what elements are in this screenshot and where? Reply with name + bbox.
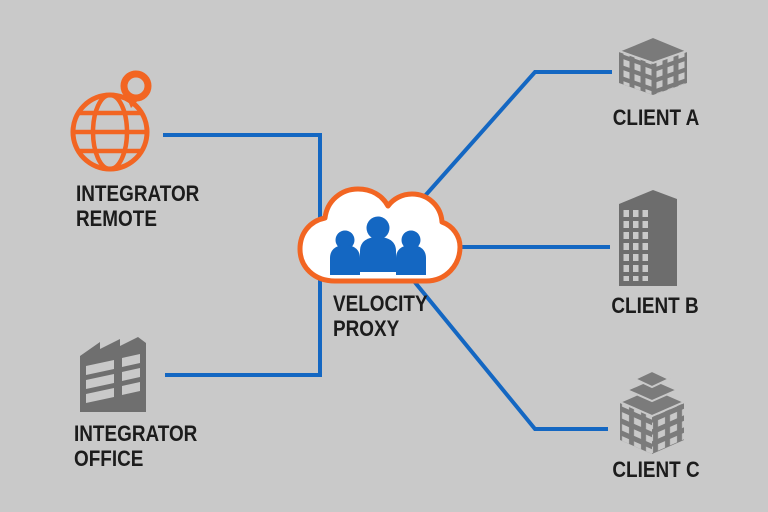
client-a-label: CLIENT A [612, 105, 700, 130]
label-line: VELOCITY [333, 291, 428, 316]
client-b-label: CLIENT B [611, 293, 699, 318]
edge-proxy-to-client-a [398, 70, 612, 226]
edge-proxy-to-client-c [402, 267, 608, 431]
integrator-remote-label: INTEGRATOR REMOTE [76, 181, 199, 231]
cloud-people-icon [297, 186, 463, 284]
client-c-building-icon [617, 369, 687, 454]
client-a-building-icon [616, 35, 690, 95]
label-line: OFFICE [74, 446, 144, 471]
globe-pin-icon [70, 70, 152, 172]
velocity-proxy-label: VELOCITY PROXY [333, 291, 428, 341]
client-b-building-icon [619, 190, 677, 286]
label-line: INTEGRATOR [76, 181, 200, 206]
client-c-label: CLIENT C [612, 457, 700, 482]
integrator-office-label: INTEGRATOR OFFICE [74, 421, 197, 471]
office-building-icon [80, 337, 146, 412]
label-line: PROXY [333, 316, 400, 341]
label-line: INTEGRATOR [74, 421, 198, 446]
people-group-icon [330, 216, 426, 275]
label-line: REMOTE [76, 206, 157, 231]
